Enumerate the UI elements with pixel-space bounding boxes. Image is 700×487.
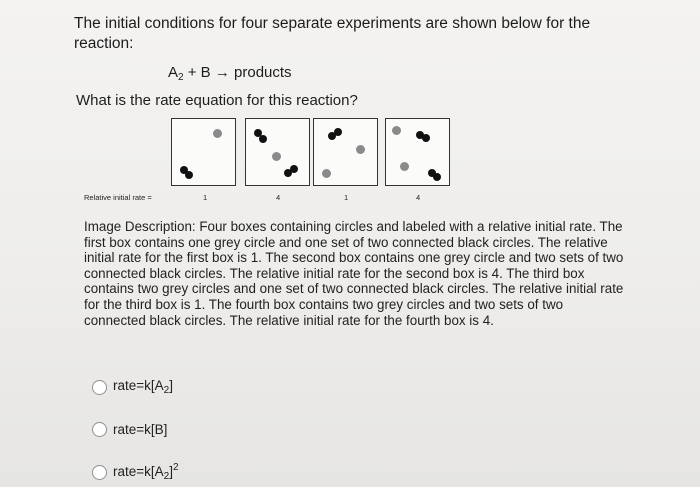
black-particle <box>328 132 336 140</box>
black-particle <box>428 169 436 177</box>
black-particle <box>259 135 267 143</box>
rate-value-1: 1 <box>203 193 208 202</box>
black-particle <box>433 173 441 181</box>
reactant-a-subscript: 2 <box>178 72 184 83</box>
question-line-1: The initial conditions for four separate… <box>74 15 591 32</box>
black-particle <box>180 166 188 174</box>
question-line-2: reaction: <box>74 35 134 52</box>
grey-particle <box>213 129 222 138</box>
experiment-box-3 <box>313 118 378 186</box>
grey-particle <box>356 145 365 154</box>
reaction-equation: A2 + B → products <box>168 64 292 83</box>
relative-rate-label: Relative initial rate = <box>84 193 152 202</box>
black-particle <box>284 169 292 177</box>
option-rate-k-a2[interactable]: rate=k[A2] <box>92 378 173 396</box>
experiment-box-1 <box>171 118 236 186</box>
reactant-a: A <box>168 64 179 81</box>
experiment-box-2 <box>245 118 310 186</box>
option-rate-k-b[interactable]: rate=k[B] <box>92 422 167 437</box>
option-rate-k-a2-squared[interactable]: rate=k[A2]2 <box>92 462 179 482</box>
rate-value-2: 4 <box>276 193 281 202</box>
grey-particle <box>392 126 401 135</box>
black-particle <box>290 165 298 173</box>
grey-particle <box>322 169 331 178</box>
radio-button[interactable] <box>92 464 107 480</box>
grey-particle <box>400 162 409 171</box>
reaction-rest: + B → products <box>183 64 292 81</box>
black-particle <box>254 129 262 137</box>
black-particle <box>334 128 342 136</box>
black-particle <box>185 171 193 179</box>
image-description: Image Description: Four boxes containing… <box>84 219 624 328</box>
option-label[interactable]: rate=k[B] <box>113 422 168 437</box>
radio-button[interactable] <box>92 422 107 437</box>
option-label[interactable]: rate=k[A2] <box>113 378 173 396</box>
experiment-box-4 <box>385 118 450 186</box>
grey-particle <box>272 152 281 161</box>
radio-button[interactable] <box>92 379 107 395</box>
question-text: The initial conditions for four separate… <box>74 14 594 54</box>
black-particle <box>416 131 424 139</box>
rate-value-4: 4 <box>416 193 421 202</box>
sub-question: What is the rate equation for this react… <box>76 92 358 109</box>
black-particle <box>422 134 430 142</box>
option-label[interactable]: rate=k[A2]2 <box>113 462 179 482</box>
rate-value-3: 1 <box>344 193 349 202</box>
